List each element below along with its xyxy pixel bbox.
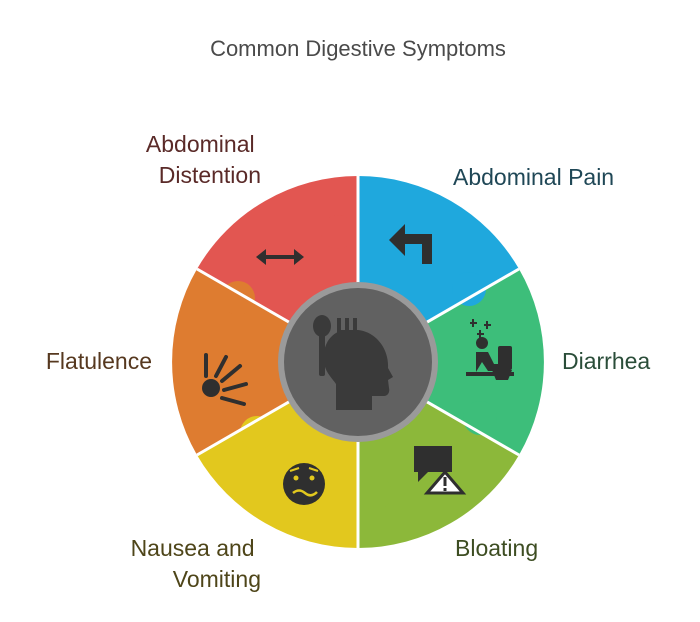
tab-diarrhea — [463, 401, 497, 435]
diagram-title: Common Digestive Symptoms — [210, 36, 506, 61]
segment-diarrhea — [358, 269, 544, 455]
double-arrow-icon — [256, 249, 304, 265]
head-with-fork-and-spoon-icon — [313, 315, 393, 410]
label-abdominal-distention: Abdominal Distention — [146, 131, 261, 188]
label-nausea-and-vomiting: Nausea and Vomiting — [131, 535, 261, 592]
label-bloating: Bloating — [455, 535, 538, 561]
person-on-toilet-icon — [466, 319, 514, 380]
label-diarrhea: Diarrhea — [562, 348, 650, 374]
tab-abdominal-distention — [321, 215, 355, 249]
turn-left-arrow-icon — [389, 224, 432, 264]
chat-warning-icon — [414, 446, 467, 495]
segment-flatulence — [172, 269, 358, 455]
label-flatulence: Flatulence — [46, 348, 152, 374]
label-abdominal-pain: Abdominal Pain — [453, 164, 614, 190]
tab-bloating — [358, 476, 392, 510]
tab-abdominal-pain — [452, 272, 486, 306]
nauseated-face-icon — [283, 463, 325, 505]
burst-icon — [202, 353, 248, 406]
